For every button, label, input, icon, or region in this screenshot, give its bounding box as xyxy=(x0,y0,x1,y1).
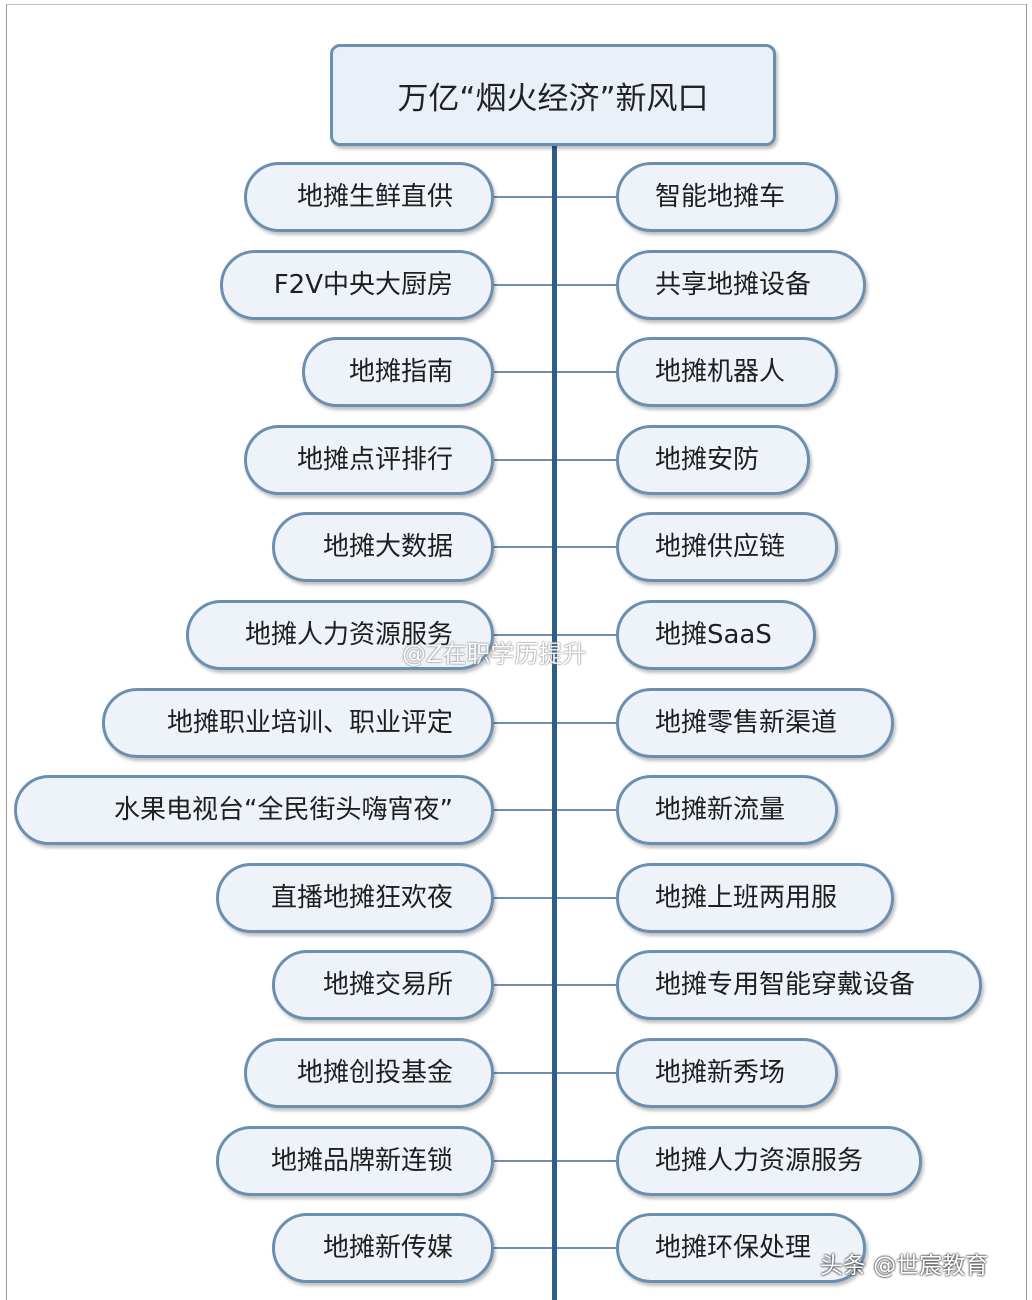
right-branch-node: 地摊安防 xyxy=(616,425,810,495)
right-branch-node: 地摊专用智能穿戴设备 xyxy=(616,950,982,1020)
left-branch-node: 地摊指南 xyxy=(302,337,494,407)
right-connector xyxy=(557,634,616,636)
right-connector xyxy=(557,1072,616,1074)
right-connector xyxy=(557,1160,616,1162)
right-connector xyxy=(557,984,616,986)
right-branch-node: 地摊新流量 xyxy=(616,775,838,845)
right-branch-node: 地摊供应链 xyxy=(616,512,838,582)
right-connector xyxy=(557,809,616,811)
left-branch-node: 水果电视台“全民街头嗨宵夜” xyxy=(14,775,494,845)
central-spine xyxy=(552,146,557,1300)
left-branch-node: 地摊创投基金 xyxy=(244,1038,494,1108)
right-branch-node: 地摊机器人 xyxy=(616,337,838,407)
left-connector xyxy=(494,546,552,548)
frame-right-edge xyxy=(1026,4,1027,1300)
right-connector xyxy=(557,196,616,198)
root-title-node: 万亿“烟火经济”新风口 xyxy=(330,44,776,146)
left-connector xyxy=(494,1072,552,1074)
frame-left-edge xyxy=(6,4,7,1300)
left-connector xyxy=(494,722,552,724)
left-branch-node: 地摊人力资源服务 xyxy=(186,600,494,670)
left-connector xyxy=(494,196,552,198)
left-connector xyxy=(494,1160,552,1162)
right-connector xyxy=(557,459,616,461)
right-branch-node: 地摊新秀场 xyxy=(616,1038,838,1108)
left-branch-node: 地摊生鲜直供 xyxy=(244,162,494,232)
left-connector xyxy=(494,984,552,986)
right-connector xyxy=(557,897,616,899)
right-connector xyxy=(557,284,616,286)
left-connector xyxy=(494,371,552,373)
left-branch-node: F2V中央大厨房 xyxy=(220,250,494,320)
left-branch-node: 地摊交易所 xyxy=(272,950,494,1020)
left-connector xyxy=(494,809,552,811)
right-branch-node: 地摊上班两用服 xyxy=(616,863,894,933)
frame-top-edge xyxy=(6,4,1026,5)
right-connector xyxy=(557,1247,616,1249)
right-branch-node: 地摊人力资源服务 xyxy=(616,1126,922,1196)
right-connector xyxy=(557,546,616,548)
left-branch-node: 地摊点评排行 xyxy=(244,425,494,495)
left-connector xyxy=(494,459,552,461)
left-branch-node: 直播地摊狂欢夜 xyxy=(216,863,494,933)
right-connector xyxy=(557,371,616,373)
right-branch-node: 地摊SaaS xyxy=(616,600,816,670)
right-connector xyxy=(557,722,616,724)
left-branch-node: 地摊大数据 xyxy=(272,512,494,582)
watermark-text: @Z在职学历提升 xyxy=(402,640,587,668)
right-branch-node: 共享地摊设备 xyxy=(616,250,866,320)
left-connector xyxy=(494,634,552,636)
right-branch-node: 地摊零售新渠道 xyxy=(616,688,894,758)
left-branch-node: 地摊新传媒 xyxy=(272,1213,494,1283)
left-branch-node: 地摊品牌新连锁 xyxy=(216,1126,494,1196)
left-connector xyxy=(494,897,552,899)
left-connector xyxy=(494,284,552,286)
source-tag: 头条 @世宸教育 xyxy=(820,1253,989,1279)
left-connector xyxy=(494,1247,552,1249)
right-branch-node: 智能地摊车 xyxy=(616,162,838,232)
left-branch-node: 地摊职业培训、职业评定 xyxy=(102,688,494,758)
right-branch-node: 地摊环保处理 xyxy=(616,1213,866,1283)
